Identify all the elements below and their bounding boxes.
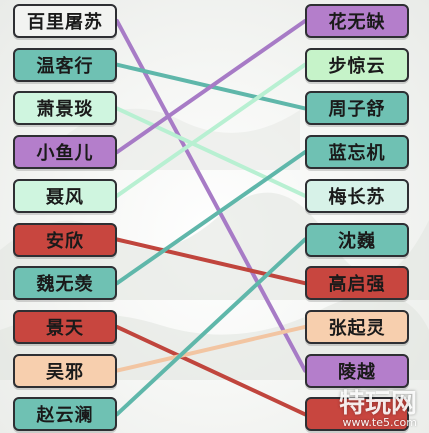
connection-line-1 xyxy=(115,19,307,373)
right-card-6[interactable]: 沈巍 xyxy=(305,222,409,257)
site-watermark: 特玩网 www.te5.com xyxy=(329,383,425,429)
right-card-1[interactable]: 花无缺 xyxy=(305,4,409,38)
connection-line-7 xyxy=(115,150,307,286)
left-card-10[interactable]: 赵云澜 xyxy=(13,397,117,432)
connection-line-5 xyxy=(115,62,307,198)
right-card-3[interactable]: 周子舒 xyxy=(305,91,409,126)
connection-line-3 xyxy=(115,106,307,198)
left-card-5[interactable]: 聂风 xyxy=(13,178,117,213)
left-card-6[interactable]: 安欣 xyxy=(13,222,117,257)
left-card-1[interactable]: 百里屠苏 xyxy=(13,4,117,38)
left-card-4[interactable]: 小鱼儿 xyxy=(13,135,117,170)
left-card-7[interactable]: 魏无羡 xyxy=(13,266,117,301)
connection-line-10 xyxy=(115,237,307,417)
right-card-7[interactable]: 高启强 xyxy=(305,266,409,301)
left-card-9[interactable]: 吴邪 xyxy=(13,353,117,388)
right-card-4[interactable]: 蓝忘机 xyxy=(305,135,409,170)
connection-line-4 xyxy=(115,19,307,155)
connection-line-6 xyxy=(115,237,307,286)
right-card-9[interactable]: 陵越 xyxy=(305,353,409,388)
connection-line-9 xyxy=(115,324,307,373)
left-card-2[interactable]: 温客行 xyxy=(13,47,117,82)
left-card-3[interactable]: 萧景琰 xyxy=(13,91,117,126)
left-card-8[interactable]: 景天 xyxy=(13,309,117,344)
connection-line-8 xyxy=(115,324,307,417)
right-card-8[interactable]: 张起灵 xyxy=(305,309,409,344)
right-card-5[interactable]: 梅长苏 xyxy=(305,178,409,213)
watermark-url: www.te5.com xyxy=(342,416,417,429)
right-card-2[interactable]: 步惊云 xyxy=(305,47,409,82)
watermark-logo: 特玩网 xyxy=(338,389,417,419)
right-card-10[interactable] xyxy=(305,397,409,432)
